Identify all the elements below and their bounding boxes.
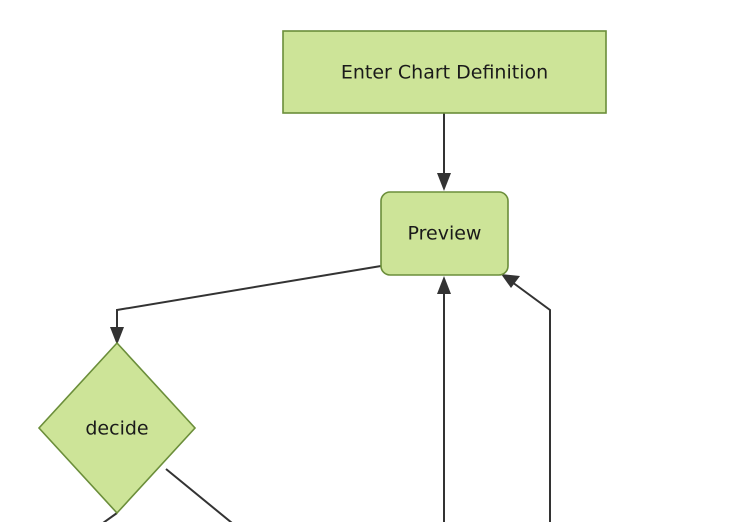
node-label-preview: Preview <box>408 223 482 245</box>
edge-decide-out-left <box>102 512 118 522</box>
node-diamond[interactable] <box>37 341 197 515</box>
edge-path <box>102 512 118 522</box>
edge-enter-to-preview <box>437 113 451 191</box>
arrowhead-icon <box>437 173 451 191</box>
edge-return-right-to-preview <box>501 274 551 522</box>
node-rect[interactable] <box>380 191 509 276</box>
edge-decide-out-right <box>165 468 233 522</box>
edge-return-center-to-preview <box>437 276 451 522</box>
node-label-enter: Enter Chart Definition <box>341 62 548 84</box>
arrowhead-icon <box>110 327 124 345</box>
node-rect[interactable] <box>282 30 607 114</box>
node-enter-chart-definition[interactable]: Enter Chart Definition <box>282 30 607 114</box>
edge-path <box>511 281 551 522</box>
arrowhead-icon <box>437 276 451 294</box>
edge-path <box>116 265 382 332</box>
edge-preview-to-decide <box>110 265 382 345</box>
edge-path <box>165 468 233 522</box>
node-preview[interactable]: Preview <box>380 191 509 276</box>
node-label-decide: decide <box>85 418 148 440</box>
node-decide[interactable]: decide <box>37 341 197 515</box>
arrowhead-icon <box>501 274 520 288</box>
